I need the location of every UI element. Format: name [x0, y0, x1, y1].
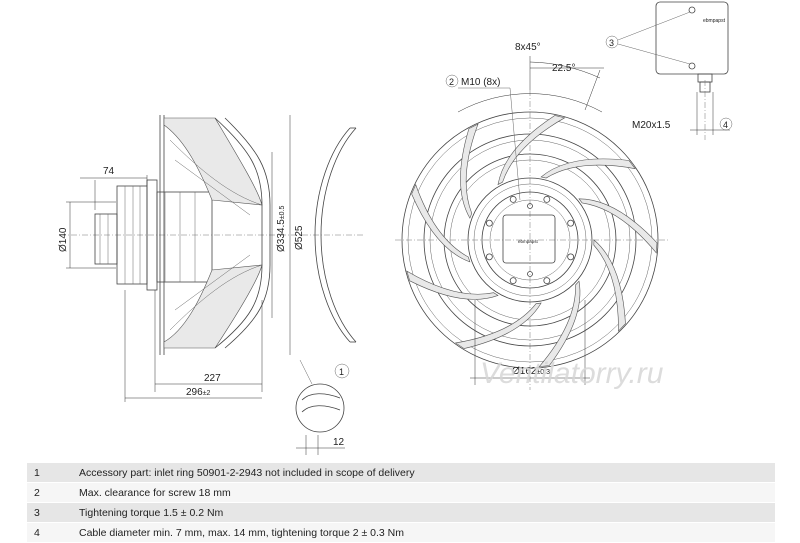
dim-296: 296±2: [186, 387, 211, 398]
svg-text:3: 3: [609, 38, 614, 48]
screw-label: M10 (8x): [461, 77, 500, 88]
blade: [578, 198, 658, 254]
callout-2: [445, 74, 459, 88]
svg-text:2: 2: [449, 77, 454, 87]
bolt-hole: [485, 219, 493, 227]
dim-227: 227: [204, 373, 221, 384]
blade: [411, 183, 471, 263]
dim-140: Ø140: [58, 227, 69, 252]
svg-text:ebmpapst: ebmpapst: [518, 239, 539, 244]
motor-connector: [94, 213, 118, 265]
callout-1: [334, 363, 350, 379]
note-number: 2: [27, 482, 72, 503]
note-number: 4: [27, 522, 72, 543]
inlet-ring: [314, 127, 351, 343]
bolt-hole: [485, 253, 493, 261]
detail-circle: [295, 383, 345, 433]
note-text: Accessory part: inlet ring 50901-2-2943 …: [72, 463, 775, 483]
hub-terminal-box: [502, 214, 556, 264]
impeller-blades: [406, 115, 658, 368]
gland-label: M20x1.5: [632, 120, 671, 131]
bolt-hole: [509, 195, 517, 203]
dim-525: Ø525: [294, 225, 305, 250]
svg-text:4: 4: [723, 120, 728, 130]
blade: [454, 302, 542, 349]
note-text: Tightening torque 1.5 ± 0.2 Nm: [72, 502, 775, 523]
bolt-hole: [543, 195, 551, 203]
watermark: Ventilatorry.ru: [480, 357, 664, 390]
blade: [593, 239, 626, 332]
mounting-bolts: [485, 195, 575, 285]
bolt-hole: [509, 277, 517, 285]
bolt-hole: [567, 253, 575, 261]
side-view: 74 Ø140 Ø334.5±0.5 Ø525 227 296±2 12 1: [58, 115, 365, 455]
terminal-box: [655, 1, 729, 75]
svg-text:1: 1: [339, 367, 344, 377]
blade: [460, 123, 479, 219]
note-number: 1: [27, 463, 72, 483]
dim-74: 74: [103, 166, 115, 177]
blade: [497, 115, 566, 186]
blade: [540, 158, 636, 179]
callout-4: [719, 117, 733, 131]
blade: [406, 270, 499, 300]
note-text: Cable diameter min. 7 mm, max. 14 mm, ti…: [72, 522, 775, 543]
svg-text:ebmpapst: ebmpapst: [703, 18, 726, 24]
angle-22-5: 22.5°: [552, 63, 575, 74]
bolt-hole: [567, 219, 575, 227]
dim-334: Ø334.5±0.5: [276, 206, 287, 252]
technical-drawing: 74 Ø140 Ø334.5±0.5 Ø525 227 296±2 12 1: [58, 1, 733, 455]
dim-162: Ø162±0.3: [512, 366, 550, 377]
note-number: 3: [27, 502, 72, 523]
bolt-hole: [543, 277, 551, 285]
front-view: ebmpapst 8x45° 22.5° 2 M10 (8x) Ø162±0.3: [395, 42, 670, 390]
terminal-box-view: ebmpapst M20x1.5 4 3: [605, 1, 733, 140]
note-text: Max. clearance for screw 18 mm: [72, 482, 775, 503]
callout-3: [605, 35, 619, 49]
blade: [538, 280, 581, 368]
dim-12: 12: [333, 437, 345, 448]
angle-8x45: 8x45°: [515, 42, 541, 53]
